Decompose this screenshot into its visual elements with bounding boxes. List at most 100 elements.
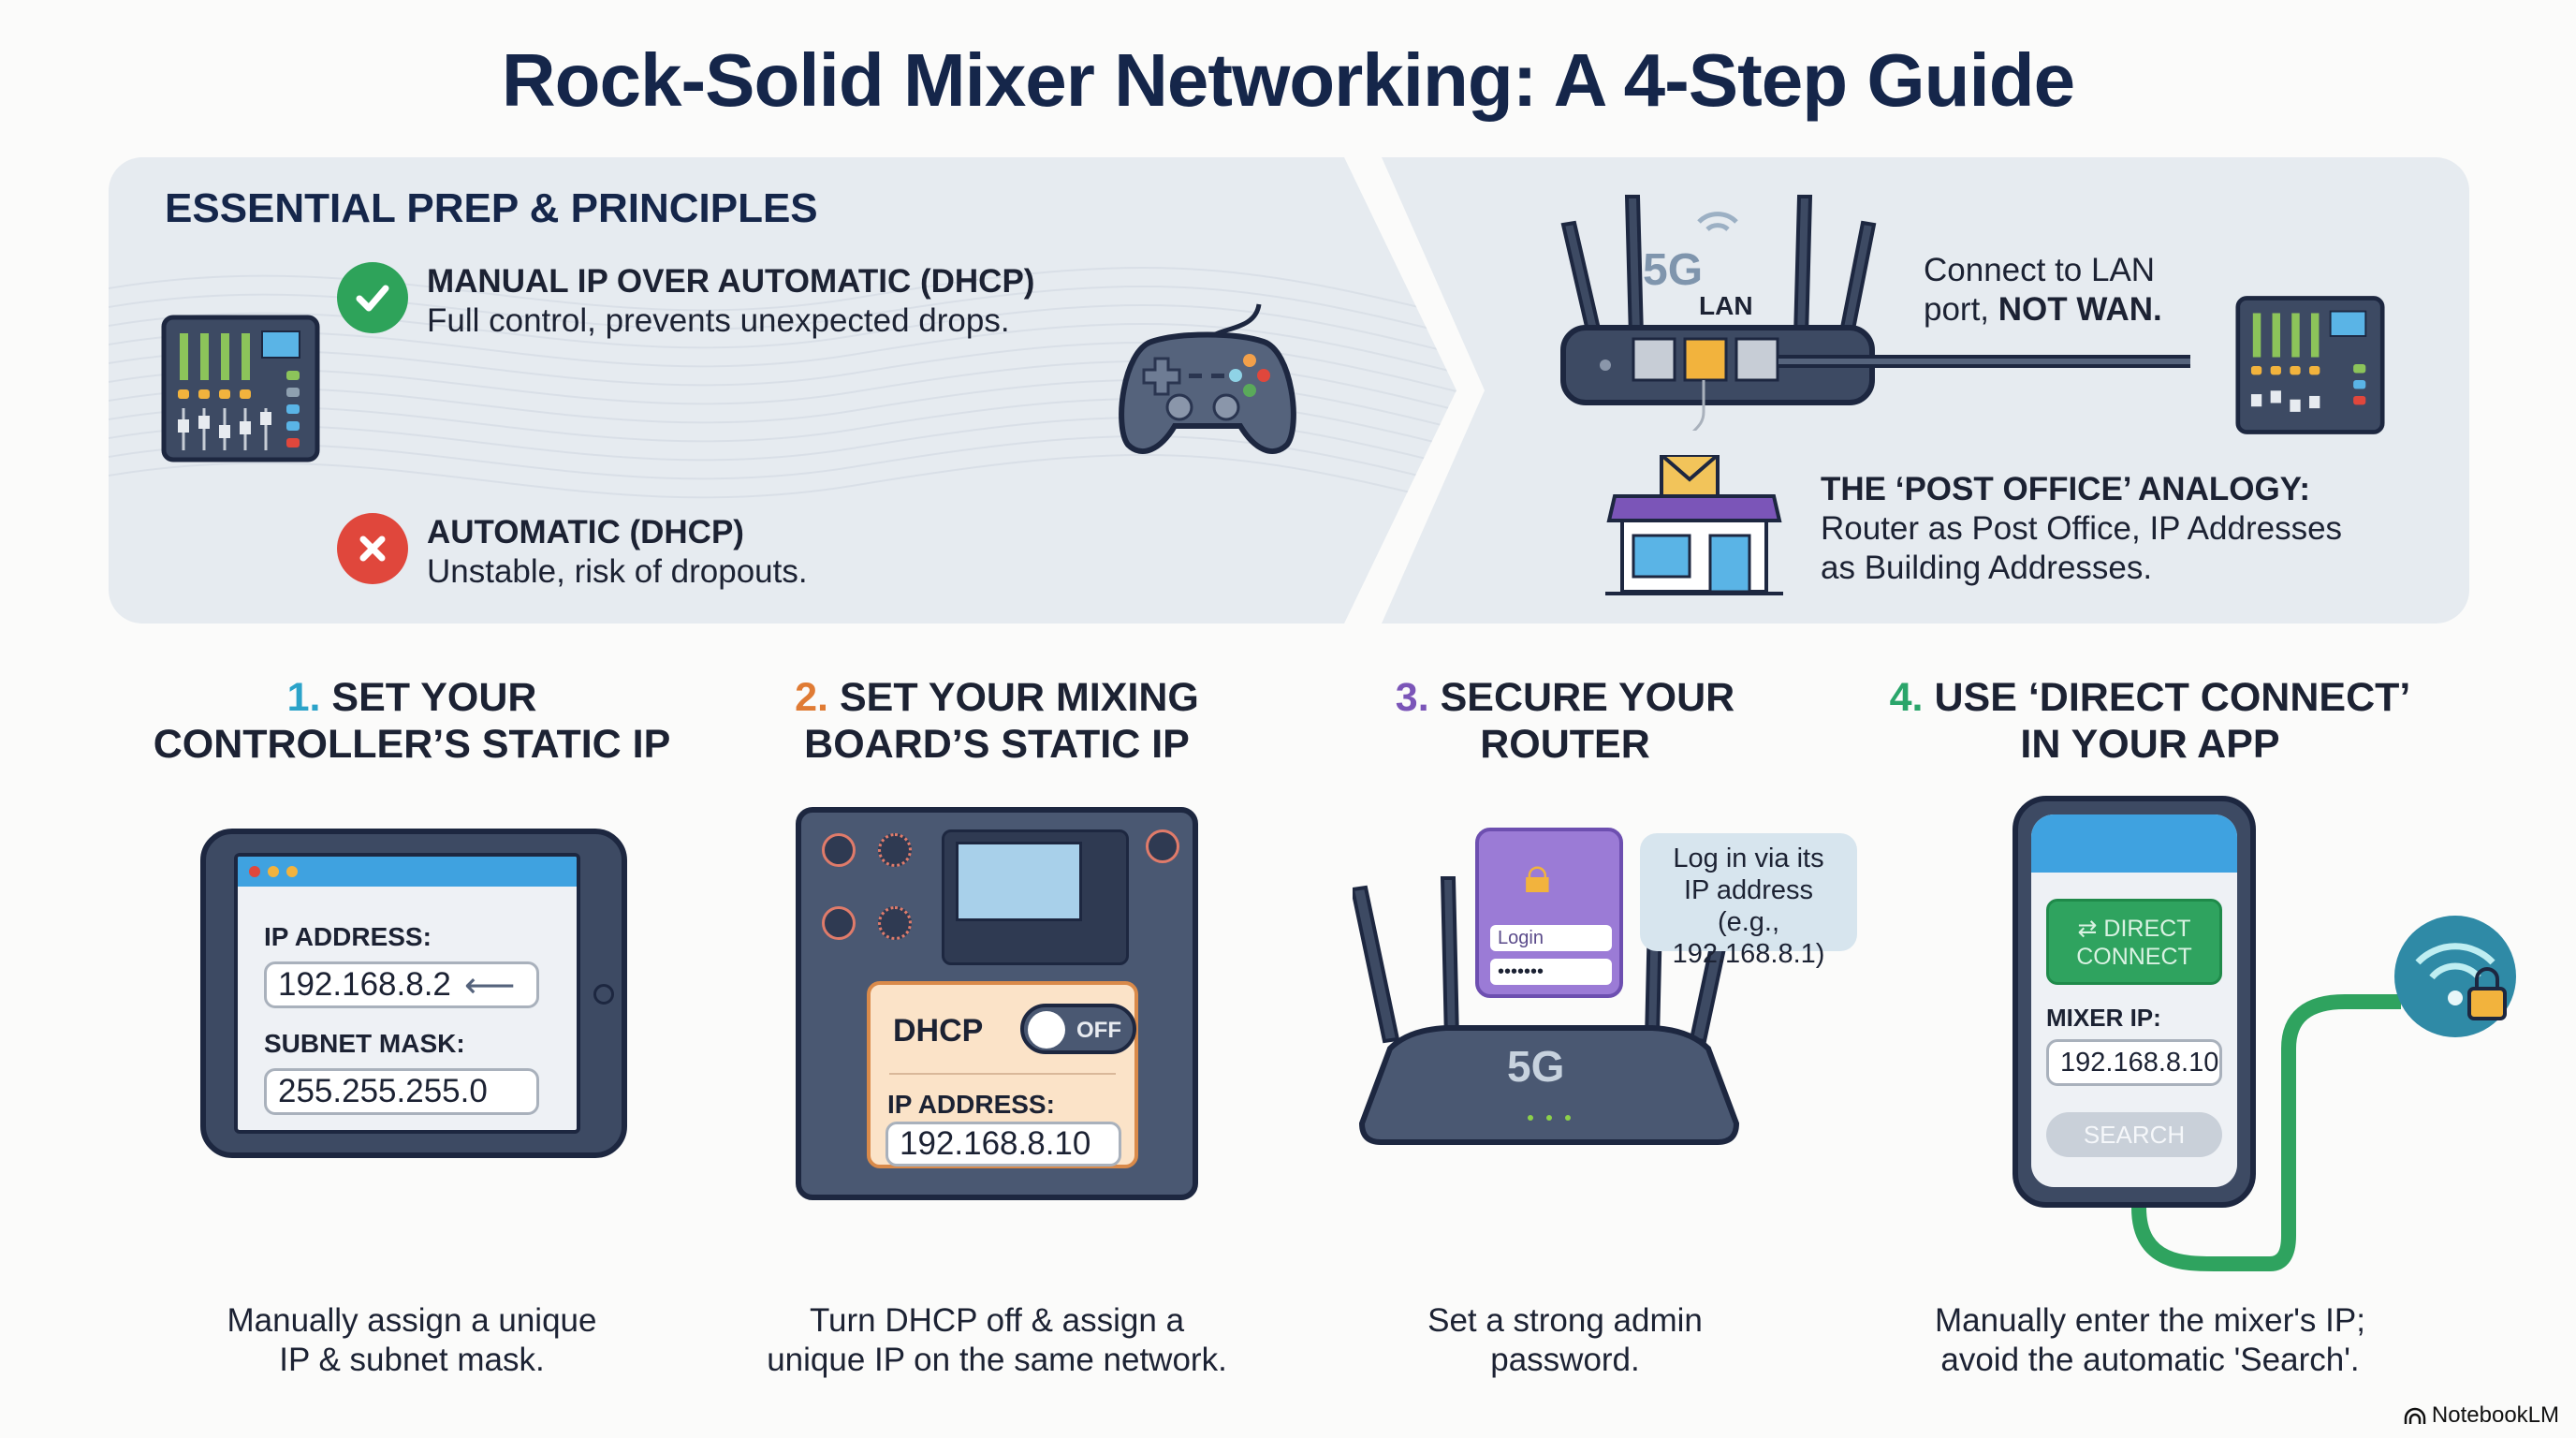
minimize-dot-icon <box>268 866 279 877</box>
wifi-signal-icon <box>2415 943 2507 1020</box>
mixer-screen <box>956 842 1082 921</box>
direct-connect-button[interactable]: ⇄ DIRECT CONNECT <box>2046 899 2222 985</box>
step-3-heading: 3. SECURE YOUR ROUTER <box>1266 674 1865 768</box>
ip-address-field[interactable]: 192.168.8.2 ⟵ <box>264 961 539 1008</box>
step-2-description: Turn DHCP off & assign a unique IP on th… <box>697 1301 1296 1380</box>
principle-title: MANUAL IP OVER AUTOMATIC (DHCP) <box>427 263 1035 300</box>
step-number: 4. <box>1889 675 1924 720</box>
analogy-title: THE ‘POST OFFICE’ ANALOGY: <box>1821 471 2311 507</box>
connect-note-prefix: port, <box>1924 291 1998 328</box>
ip-address-value: 192.168.8.2 <box>278 966 451 1003</box>
phone-screen: ⇄ DIRECT CONNECT MIXER IP: 192.168.8.10 … <box>2031 814 2237 1187</box>
maximize-dot-icon <box>286 866 298 877</box>
principle-desc: Unstable, risk of dropouts. <box>427 553 808 590</box>
dhcp-toggle[interactable]: OFF <box>1020 1004 1136 1054</box>
connect-note-line2: port, NOT WAN. <box>1924 290 2162 330</box>
mixer-ip-field[interactable]: 192.168.8.10 <box>886 1122 1121 1167</box>
ip-address-label: IP ADDRESS: <box>264 922 432 951</box>
tablet-screen: IP ADDRESS: 192.168.8.2 ⟵ SUBNET MASK: 2… <box>234 853 580 1134</box>
knob-icon <box>822 906 856 940</box>
brand-name: NotebookLM <box>2431 1402 2559 1428</box>
mixer-ip-label: MIXER IP: <box>2046 1004 2161 1032</box>
step-title-line1: SECURE YOUR <box>1440 675 1735 720</box>
login-card: 🔒︎ Login ••••••• <box>1475 828 1623 998</box>
desc-line: Set a strong admin <box>1427 1302 1703 1339</box>
window-titlebar <box>238 857 577 887</box>
step-2-heading: 2. SET YOUR MIXING BOARD’S STATIC IP <box>697 674 1296 768</box>
subnet-mask-label: SUBNET MASK: <box>264 1029 465 1058</box>
lan-port-label: LAN <box>1699 291 1753 320</box>
mixer-console-icon <box>161 315 320 462</box>
step-number: 3. <box>1395 675 1429 720</box>
close-dot-icon <box>249 866 260 877</box>
mixer-ip-input[interactable]: 192.168.8.10 <box>2046 1039 2222 1086</box>
step-1-description: Manually assign a unique IP & subnet mas… <box>112 1301 711 1380</box>
padlock-icon: 🔒︎ <box>1524 847 1551 903</box>
step-title-line2: BOARD’S STATIC IP <box>804 722 1190 767</box>
phone-illustration: ⇄ DIRECT CONNECT MIXER IP: 192.168.8.10 … <box>2012 796 2256 1208</box>
app-header <box>2031 814 2237 873</box>
step-number: 1. <box>286 675 321 720</box>
router-band-label: 5G <box>1507 1042 1565 1091</box>
search-button[interactable]: SEARCH <box>2046 1112 2222 1157</box>
password-field[interactable]: ••••••• <box>1490 959 1612 985</box>
connect-note-emphasis: NOT WAN. <box>1998 291 2162 328</box>
home-button-icon <box>593 984 614 1005</box>
tablet-illustration: IP ADDRESS: 192.168.8.2 ⟵ SUBNET MASK: 2… <box>200 829 627 1158</box>
secure-wifi-icon <box>2394 916 2516 1037</box>
step-title-line2: CONTROLLER’S STATIC IP <box>153 722 671 767</box>
step-4-heading: 4. USE ‘DIRECT CONNECT’ IN YOUR APP <box>1851 674 2450 768</box>
connect-note: Connect to LAN port, NOT WAN. <box>1924 251 2162 330</box>
desc-line: unique IP on the same network. <box>767 1342 1227 1378</box>
knob-icon <box>878 833 912 867</box>
step-3-description: Set a strong admin password. <box>1266 1301 1865 1380</box>
network-cable <box>2131 994 2401 1271</box>
prep-heading: ESSENTIAL PREP & PRINCIPLES <box>165 185 818 231</box>
wifi-signal-icon <box>1697 212 1738 231</box>
tip-line: (e.g., 192.168.8.1) <box>1672 907 1825 969</box>
subnet-mask-field[interactable]: 255.255.255.0 <box>264 1068 539 1115</box>
divider <box>889 1073 1116 1075</box>
direct-connect-line2: CONNECT <box>2076 944 2192 970</box>
desc-line: IP & subnet mask. <box>279 1342 545 1378</box>
wifi-band-label: 5G <box>1643 245 1704 295</box>
brand-watermark: NotebookLM <box>2404 1402 2559 1429</box>
knob-icon <box>822 833 856 867</box>
step-1-heading: 1. SET YOUR CONTROLLER’S STATIC IP <box>112 674 711 768</box>
dhcp-settings-popup: DHCP OFF IP ADDRESS: 192.168.8.10 <box>867 981 1138 1168</box>
analogy-line1: Router as Post Office, IP Addresses <box>1821 510 2343 547</box>
swap-arrows-icon: ⇄ <box>2077 916 2104 942</box>
login-field[interactable]: Login <box>1490 925 1612 951</box>
login-tip-bubble: Log in via its IP address (e.g., 192.168… <box>1640 833 1857 969</box>
step-title-line2: ROUTER <box>1480 722 1650 767</box>
step-title-line1: SET YOUR MIXING <box>839 675 1199 720</box>
knob-icon <box>878 906 912 940</box>
check-icon <box>337 262 408 333</box>
tip-line: IP address <box>1683 875 1814 905</box>
principle-title: AUTOMATIC (DHCP) <box>427 514 744 550</box>
notebooklm-logo-icon <box>2404 1407 2426 1424</box>
principle-bad: AUTOMATIC (DHCP) Unstable, risk of dropo… <box>337 513 808 592</box>
desc-line: Turn DHCP off & assign a <box>809 1302 1185 1339</box>
page-title: Rock-Solid Mixer Networking: A 4-Step Gu… <box>501 38 2075 122</box>
step-title-line2: IN YOUR APP <box>2020 722 2280 767</box>
game-controller-icon <box>1119 303 1296 455</box>
connect-note-line1: Connect to LAN <box>1924 252 2156 288</box>
principle-good: MANUAL IP OVER AUTOMATIC (DHCP) Full con… <box>337 262 1034 341</box>
step-number: 2. <box>795 675 829 720</box>
router-lan-diagram <box>1560 195 2190 431</box>
mixing-board-illustration: DHCP OFF IP ADDRESS: 192.168.8.10 <box>796 807 1198 1200</box>
knob-icon <box>1146 829 1179 863</box>
toggle-state: OFF <box>1076 1018 1121 1043</box>
direct-label: DIRECT <box>2103 916 2191 942</box>
step-title-line1: SET YOUR <box>331 675 537 720</box>
ip-address-label: IP ADDRESS: <box>887 1090 1055 1119</box>
tip-line: Log in via its <box>1673 844 1824 873</box>
step-title-line1: USE ‘DIRECT CONNECT’ <box>1934 675 2411 720</box>
post-office-icon <box>1605 455 1783 595</box>
post-office-analogy: THE ‘POST OFFICE’ ANALOGY: Router as Pos… <box>1821 470 2342 588</box>
mixer-display <box>942 829 1129 965</box>
desc-line: Manually enter the mixer's IP; <box>1935 1302 2365 1339</box>
desc-line: password. <box>1490 1342 1640 1378</box>
analogy-line2: as Building Addresses. <box>1821 550 2153 586</box>
